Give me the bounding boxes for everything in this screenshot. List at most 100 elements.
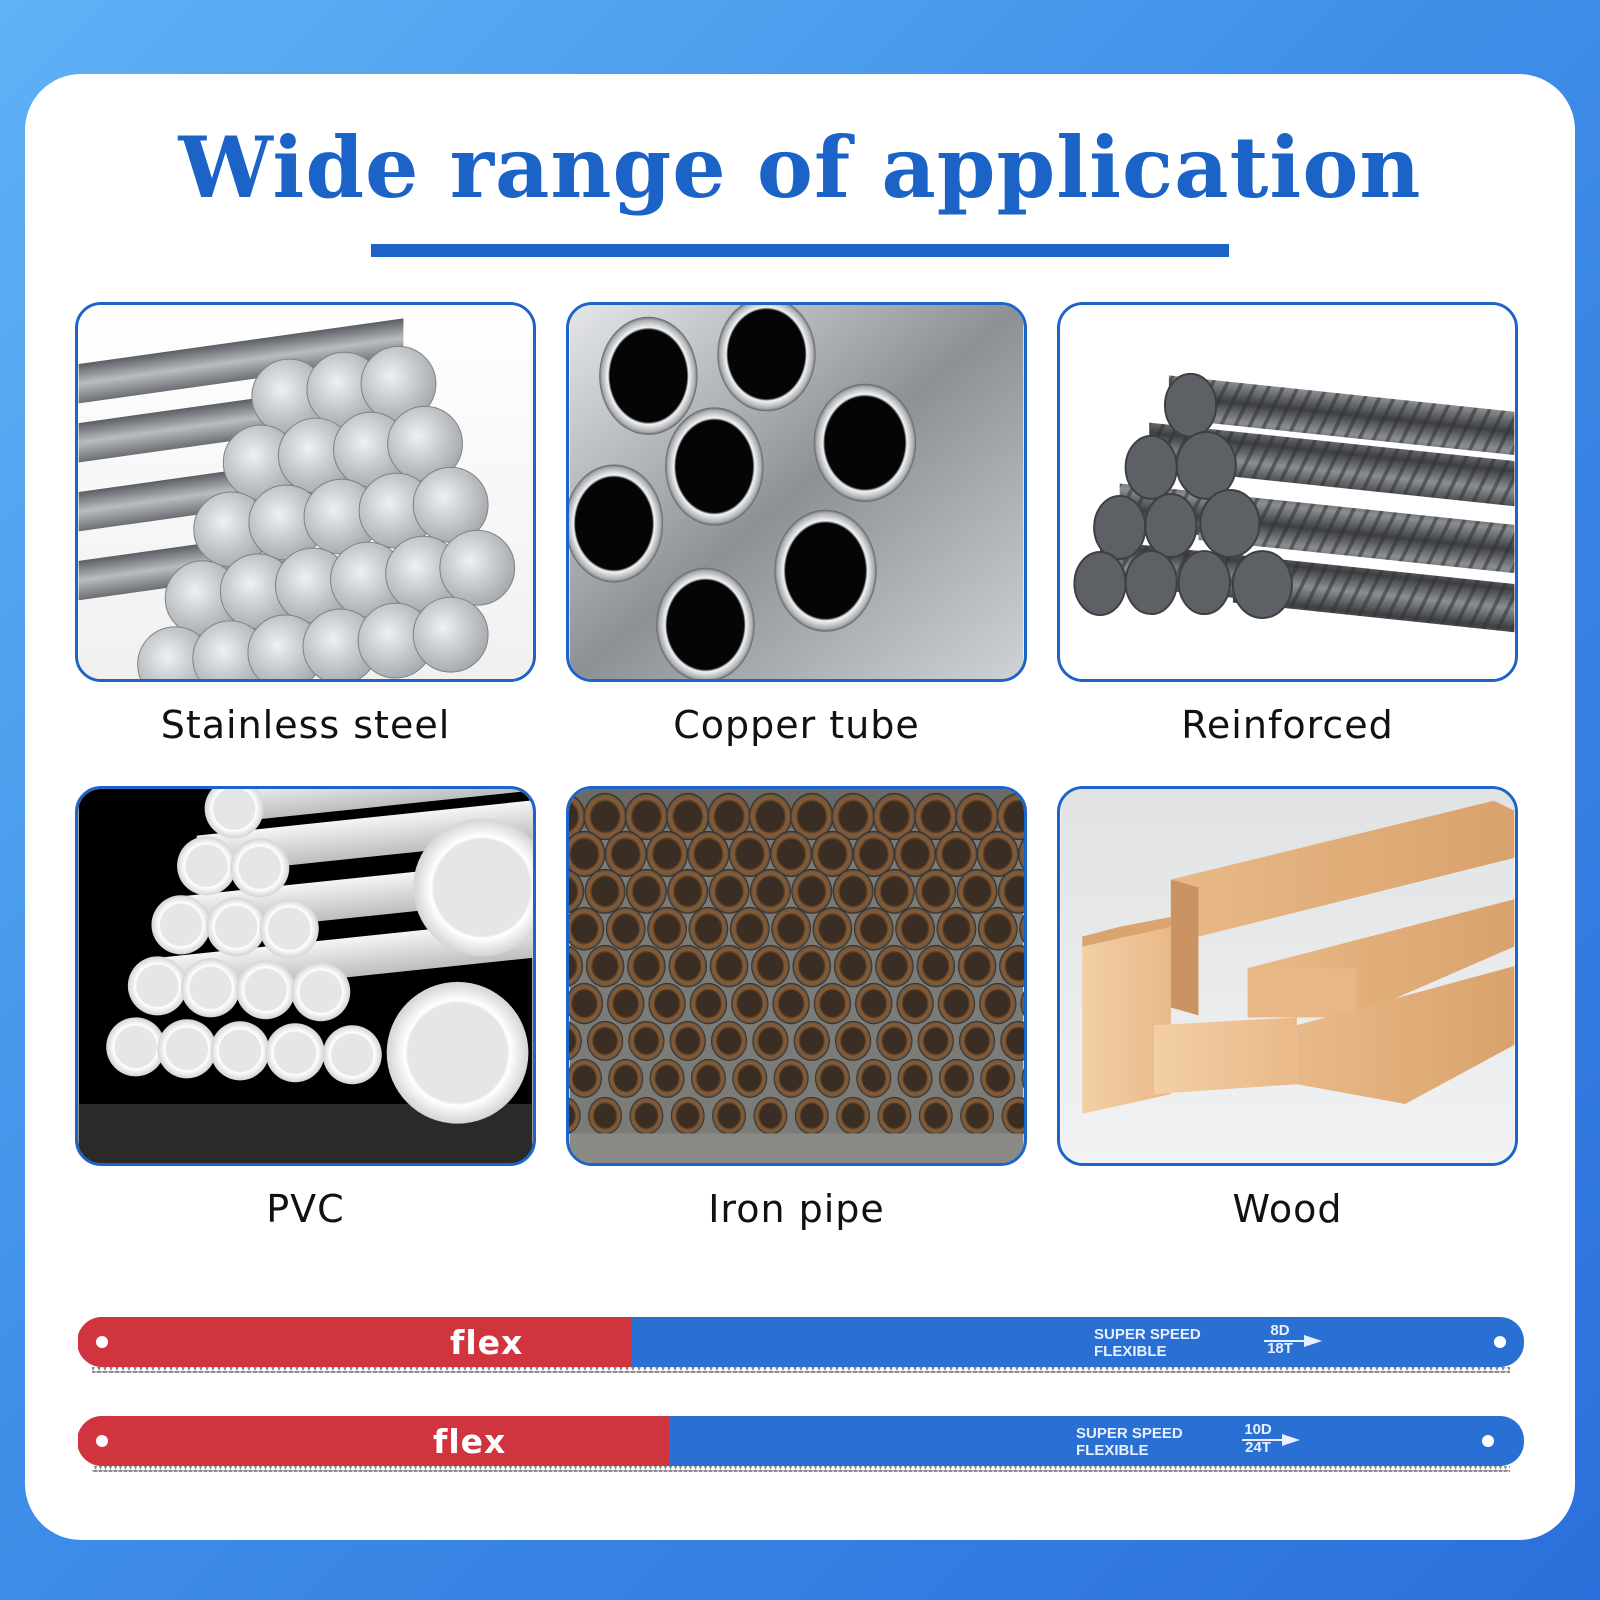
pipe-end [936,906,977,951]
pipe-end [708,868,750,914]
pipe-end [669,1020,706,1062]
pipe-end [1000,1020,1024,1062]
pipe-end [855,982,893,1025]
hacksaw-blade-24t: flex SUPER SPEED FLEXIBLE 10D 24T [78,1416,1524,1472]
pipe-end [748,792,793,841]
pipe-end [667,868,709,914]
label-iron-pipe: Iron pipe [708,1187,885,1231]
pipe-end [976,830,1019,877]
blade-tpi: 8D 18T [1262,1322,1298,1358]
label-stainless-steel: Stainless steel [160,703,451,747]
pipe-end [793,1020,830,1062]
pipe-end [647,906,687,951]
pipe-end [980,1058,1016,1098]
pipe-end [997,868,1024,914]
pipe-end [957,944,997,988]
pipe-end [569,869,585,914]
pipe-end [834,1020,872,1062]
pipe-end [648,982,686,1025]
pipe-end [569,982,604,1025]
pipe-end [831,792,875,841]
hacksaw-blade-18t: flex SUPER SPEED FLEXIBLE 8D 18T [78,1317,1524,1373]
pipe-end [814,1058,850,1098]
blade-body [78,1317,1524,1373]
pipe-end [569,793,586,840]
tile-iron-pipe [566,786,1027,1166]
pipe-end [583,792,627,841]
pipe-end [792,944,832,988]
pipe-end [707,792,751,841]
pipe-end [729,906,770,951]
tile-stainless-steel [75,302,536,682]
pipe-end [689,982,728,1025]
blade-brand-label: flex [450,1323,524,1362]
blade-spec-line1: SUPER SPEED [1094,1326,1201,1343]
pipe-end [877,1096,912,1135]
pipe-end [812,906,853,951]
pipe-end [977,906,1018,951]
pipe-end [1019,914,1024,943]
pipe-end [897,1058,933,1098]
pipe-end [791,868,833,914]
pipe-end [585,944,625,988]
pipe-end [875,944,914,988]
copper-tubes-image [569,305,1024,679]
pipe-end [999,944,1024,988]
pipe-end [916,944,956,988]
blade-tpi-top: 10D [1244,1421,1272,1438]
pipe-end [752,1020,789,1062]
pipe-end [917,1020,954,1062]
pipe-end [709,944,749,988]
pipe-end [728,830,771,877]
pipe-end [935,830,978,877]
pipe-end [771,906,811,951]
pipe-end [958,1020,996,1062]
pipe-end [937,982,976,1025]
pipe-end [956,868,998,914]
pipe-end [856,1058,892,1098]
pipe-end [604,830,647,877]
steel-bars-image [78,305,533,679]
pipe-end [836,1096,871,1135]
blade-tpi-bottom: 24T [1245,1439,1271,1456]
blade-spec-line2: FLEXIBLE [1076,1442,1149,1459]
pipe-end [690,1058,726,1098]
pipe-end [1020,991,1024,1016]
pipe-end [628,1020,665,1062]
pipe-end [876,1020,913,1062]
pipe-end [853,906,894,951]
pipe-end [832,868,874,914]
pipe-end [569,945,584,987]
pipe-end [687,830,730,877]
pipe-end [569,1021,582,1061]
blade-tpi-top: 8D [1270,1322,1290,1339]
pipe-end [688,906,729,951]
label-wood: Wood [1232,1187,1343,1231]
pipe-end [813,982,852,1025]
pipe-end [914,792,958,841]
pipe-end [773,1058,809,1098]
tile-reinforced [1057,302,1518,682]
pipe-end [646,830,689,877]
pvc-pipes-image [78,789,533,1163]
pipe-end [625,868,667,914]
pipe-end [938,1058,974,1098]
blade-spec-line1: SUPER SPEED [1076,1425,1183,1442]
pipe-end [569,830,606,877]
label-reinforced: Reinforced [1181,703,1394,747]
pipe-end [1001,1096,1024,1135]
pipe-end [569,1097,581,1134]
label-pvc: PVC [266,1187,345,1231]
blade-brand-label: flex [433,1422,507,1461]
pipe-end [1018,837,1024,870]
blade-spec-text: SUPER SPEED FLEXIBLE [1076,1425,1183,1459]
pipe-end [960,1096,995,1135]
pipe-end [918,1096,953,1135]
rebar-image [1060,305,1515,679]
pipe-end [979,982,1017,1025]
pipe-end [895,906,935,951]
blade-tpi-bottom: 18T [1267,1340,1293,1357]
pipe-end [996,792,1024,841]
pipe-end [915,868,957,914]
blade-spec-line2: FLEXIBLE [1094,1343,1167,1360]
